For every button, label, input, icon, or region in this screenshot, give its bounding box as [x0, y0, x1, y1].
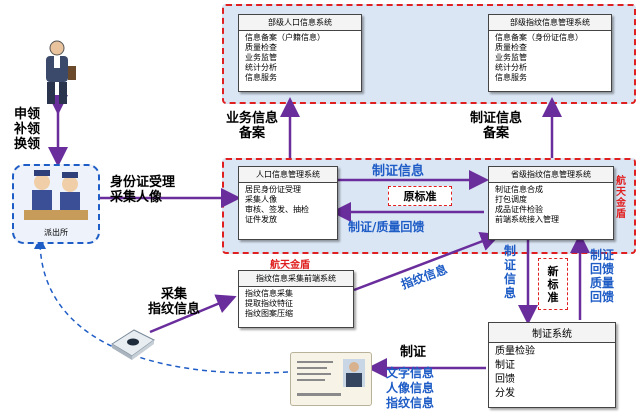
population-management-system: 人口信息管理系统 居民身份证受理 采集人像 审核、签发、抽检 证件发放	[238, 166, 338, 240]
list-item: 信息服务	[495, 73, 527, 82]
list-item: 指纹信息采集	[245, 289, 293, 298]
biz-record-label: 业务信息 备案	[226, 111, 279, 141]
list-item: 信息备案（户籍信息）	[245, 33, 325, 42]
list-item: 打包调度	[495, 195, 527, 204]
collect-fp-label: 采集 指纹信息	[148, 287, 201, 317]
feedback-vertical-label: 制证 回馈 质量 回馈	[590, 248, 615, 304]
police-station-label: 派出所	[44, 228, 68, 237]
original-standard-label: 原标准	[388, 186, 452, 206]
ministry-population-system: 部级人口信息系统 信息备案（户籍信息） 质量检查 业务监管 统计分析 信息服务	[238, 14, 362, 92]
box-title: 人口信息管理系统	[239, 167, 337, 183]
cert-info-vertical-label: 制 证 信 息	[504, 244, 517, 300]
box-title: 制证系统	[489, 323, 615, 343]
list-item: 回馈	[495, 374, 515, 385]
portrait-photo-icon	[343, 359, 365, 387]
applicant-person-icon	[32, 40, 82, 106]
list-item: 制证	[495, 360, 515, 371]
id-card-image	[290, 352, 372, 406]
list-item: 采集人像	[245, 195, 277, 204]
list-item: 制证信息合成	[495, 185, 543, 194]
list-item: 信息服务	[245, 73, 277, 82]
list-item: 前端系统接入管理	[495, 215, 559, 224]
list-item: 质量检验	[495, 346, 535, 357]
collect-fp-arrow	[149, 294, 237, 334]
police-officers-icon	[24, 170, 88, 220]
box-title: 部级指纹信息管理系统	[489, 15, 611, 31]
fp-info-arrow	[353, 231, 501, 292]
apply-label: 申领 补领 换领	[14, 107, 41, 152]
box-title: 部级人口信息系统	[239, 15, 361, 31]
id-accept-label: 身份证受理 采集人像	[110, 175, 176, 205]
box-title: 指纹信息采集前端系统	[239, 271, 353, 287]
list-item: 居民身份证受理	[245, 185, 301, 194]
list-item: 指纹图案压缩	[245, 309, 293, 318]
list-item: 统计分析	[495, 63, 527, 72]
list-item: 统计分析	[245, 63, 277, 72]
make-cert-label: 制证	[400, 345, 427, 360]
list-item: 质量检查	[495, 43, 527, 52]
fingerprint-frontend-system: 指纹信息采集前端系统 指纹信息采集 提取指纹特征 指纹图案压缩	[238, 270, 354, 328]
list-item: 提取指纹特征	[245, 299, 293, 308]
certificate-production-system: 制证系统 质量检验 制证 回馈 分发	[488, 322, 616, 408]
list-item: 信息备案（身份证信息）	[495, 33, 583, 42]
box-title: 省级指纹信息管理系统	[489, 167, 613, 183]
police-station-node: 派出所	[12, 164, 100, 244]
cert-info-label: 制证信息	[372, 164, 425, 179]
list-item: 证件发放	[245, 215, 277, 224]
list-item: 业务监管	[245, 53, 277, 62]
card-info-label: 文字信息 人像信息 指纹信息	[386, 366, 435, 410]
ministry-fingerprint-system: 部级指纹信息管理系统 信息备案（身份证信息） 质量检查 业务监管 统计分析 信息…	[488, 14, 612, 92]
list-item: 审核、签发、抽检	[245, 205, 309, 214]
brand-label: 航天金盾	[616, 176, 626, 220]
list-item: 成品证件检验	[495, 205, 543, 214]
list-item: 业务监管	[495, 53, 527, 62]
cert-record-label: 制证信息 备案	[470, 111, 523, 141]
list-item: 分发	[495, 388, 515, 399]
fp-brand-label: 航天金盾	[270, 260, 310, 271]
cert-feedback-label: 制证/质量回馈	[348, 220, 425, 234]
provincial-fingerprint-system: 省级指纹信息管理系统 制证信息合成 打包调度 成品证件检验 前端系统接入管理	[488, 166, 614, 240]
fingerprint-scanner-icon	[108, 322, 158, 360]
list-item: 质量检查	[245, 43, 277, 52]
new-standard-label: 新 标 准	[538, 258, 568, 310]
